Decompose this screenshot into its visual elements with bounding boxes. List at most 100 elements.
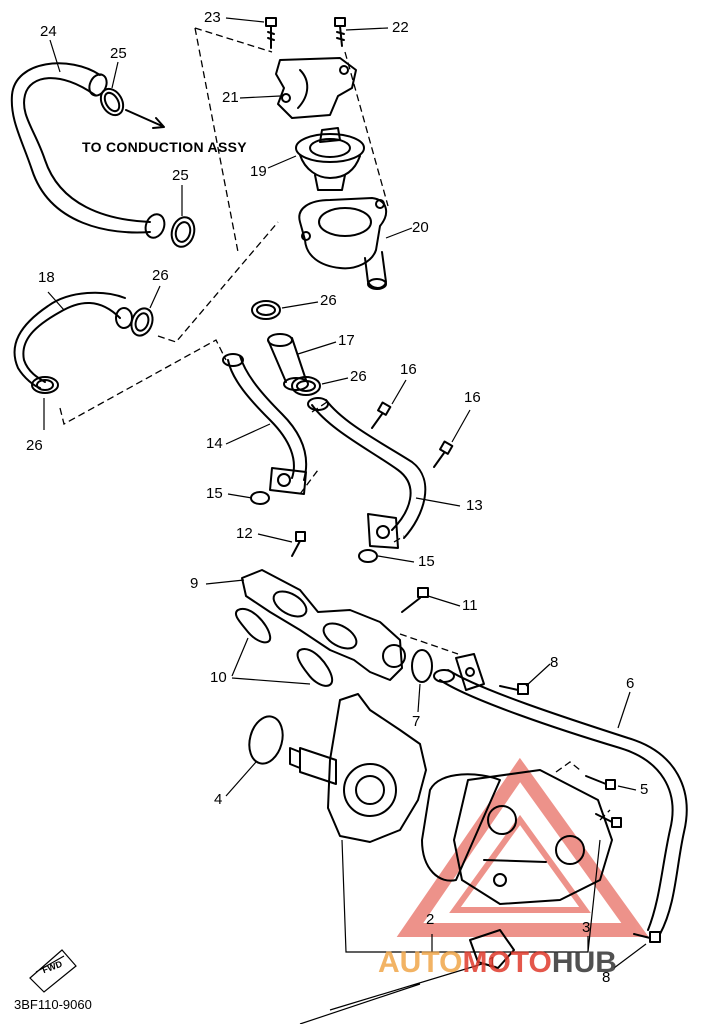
gasket-2 (421, 773, 501, 882)
callout-8-lower: 8 (602, 969, 611, 986)
mount-lower (469, 929, 515, 969)
conduction-caption: TO CONDUCTION ASSY (82, 139, 247, 155)
callout-26-left: 26 (152, 267, 169, 284)
bolt-5-a (585, 775, 616, 790)
callout-7: 7 (412, 713, 421, 730)
pump-cover-3 (453, 769, 613, 905)
conduction-arrow (125, 109, 165, 129)
callout-26-middle: 26 (350, 368, 367, 385)
leader-11 (427, 595, 461, 607)
leader-20 (385, 227, 413, 239)
watermark-part-2: MOTO (462, 946, 552, 979)
clamp-26-left (130, 307, 154, 337)
thermostat-housing-20 (298, 197, 388, 290)
leader-bracket (341, 839, 601, 953)
leader-17 (297, 341, 337, 355)
callout-2: 2 (426, 911, 435, 928)
callout-10: 10 (210, 669, 227, 686)
pipe-13-flange (367, 513, 399, 549)
hose-24-end-b (144, 213, 166, 239)
leader-5 (617, 785, 637, 791)
watermark-part-3: HUB (551, 946, 617, 979)
leader-21 (239, 95, 281, 99)
callout-21: 21 (222, 89, 239, 106)
callout-25-bottom: 25 (172, 167, 189, 184)
hose-18 (13, 291, 126, 389)
pipe-6-end (433, 669, 455, 683)
pipe-14-flange (269, 467, 307, 495)
callout-13: 13 (466, 497, 483, 514)
pipe-14 (227, 355, 308, 481)
leader-16b (451, 409, 471, 443)
bolt-22 (334, 17, 346, 47)
hose-18-end-a (115, 307, 133, 329)
callout-15-left: 15 (206, 485, 223, 502)
callout-5: 5 (640, 781, 649, 798)
leader-8b (613, 943, 647, 969)
leader-26c (281, 301, 319, 309)
o-ring-10-a (234, 607, 272, 644)
leader-14 (225, 423, 271, 445)
leader-6 (617, 691, 631, 729)
callout-18: 18 (38, 269, 55, 286)
dash-top-frame (194, 27, 389, 253)
callout-12: 12 (236, 525, 253, 542)
pipe-13 (311, 399, 427, 539)
callout-25-top: 25 (110, 45, 127, 62)
callout-24: 24 (40, 23, 57, 40)
leader-9 (205, 579, 245, 585)
callout-8-upper: 8 (550, 654, 559, 671)
leader-25a (111, 61, 119, 89)
o-ring-4 (248, 715, 284, 765)
callout-22: 22 (392, 19, 409, 36)
pipe-13-end (307, 397, 329, 411)
dash-pipe-9 (299, 399, 459, 655)
leader-18 (47, 291, 65, 311)
leader-23 (225, 17, 265, 23)
o-ring-15-left (250, 491, 270, 505)
leader-10 (231, 637, 311, 685)
water-pipe-9 (241, 569, 406, 681)
leader-12 (257, 533, 293, 543)
callout-20: 20 (412, 219, 429, 236)
clamp-25-top (99, 87, 125, 117)
callout-16-right: 16 (464, 389, 481, 406)
bolt-8-upper (499, 683, 529, 695)
bolt-16-right (433, 440, 454, 468)
fwd-arrow (29, 949, 77, 993)
callout-1: 1 (488, 954, 497, 971)
hose-24 (10, 62, 151, 234)
callout-11: 11 (462, 597, 478, 614)
o-ring-7 (411, 649, 433, 683)
leader-15b (377, 555, 415, 563)
leader-8a (525, 663, 551, 687)
leader-19 (267, 155, 297, 169)
callout-23: 23 (204, 9, 221, 26)
leader-24 (49, 39, 61, 73)
leader-26d (321, 377, 349, 385)
leader-13 (415, 497, 461, 507)
dash-pump (555, 761, 611, 821)
diagram-code: 3BF110-9060 (14, 997, 92, 1012)
leader-15a (227, 493, 253, 499)
bolt-11 (401, 587, 429, 613)
callout-17: 17 (338, 332, 355, 349)
callout-26-lower: 26 (26, 437, 43, 454)
callout-6: 6 (626, 675, 635, 692)
bolt-12 (291, 531, 306, 557)
clamp-26-top (251, 300, 281, 320)
callout-16-left: 16 (400, 361, 417, 378)
leader-bottom (299, 963, 483, 1024)
dash-hose-18 (59, 221, 279, 425)
leader-16a (391, 379, 407, 405)
callout-19: 19 (250, 163, 267, 180)
bolt-8-lower (633, 931, 661, 943)
thermostat-19 (295, 127, 365, 191)
callout-26-top: 26 (320, 292, 337, 309)
callout-9: 9 (190, 575, 199, 592)
thermostat-cover-21 (275, 57, 357, 119)
watermark-triangle (396, 757, 649, 937)
water-pump-1 (289, 693, 427, 843)
pipe-14-end (222, 353, 244, 367)
callout-3: 3 (582, 919, 591, 936)
